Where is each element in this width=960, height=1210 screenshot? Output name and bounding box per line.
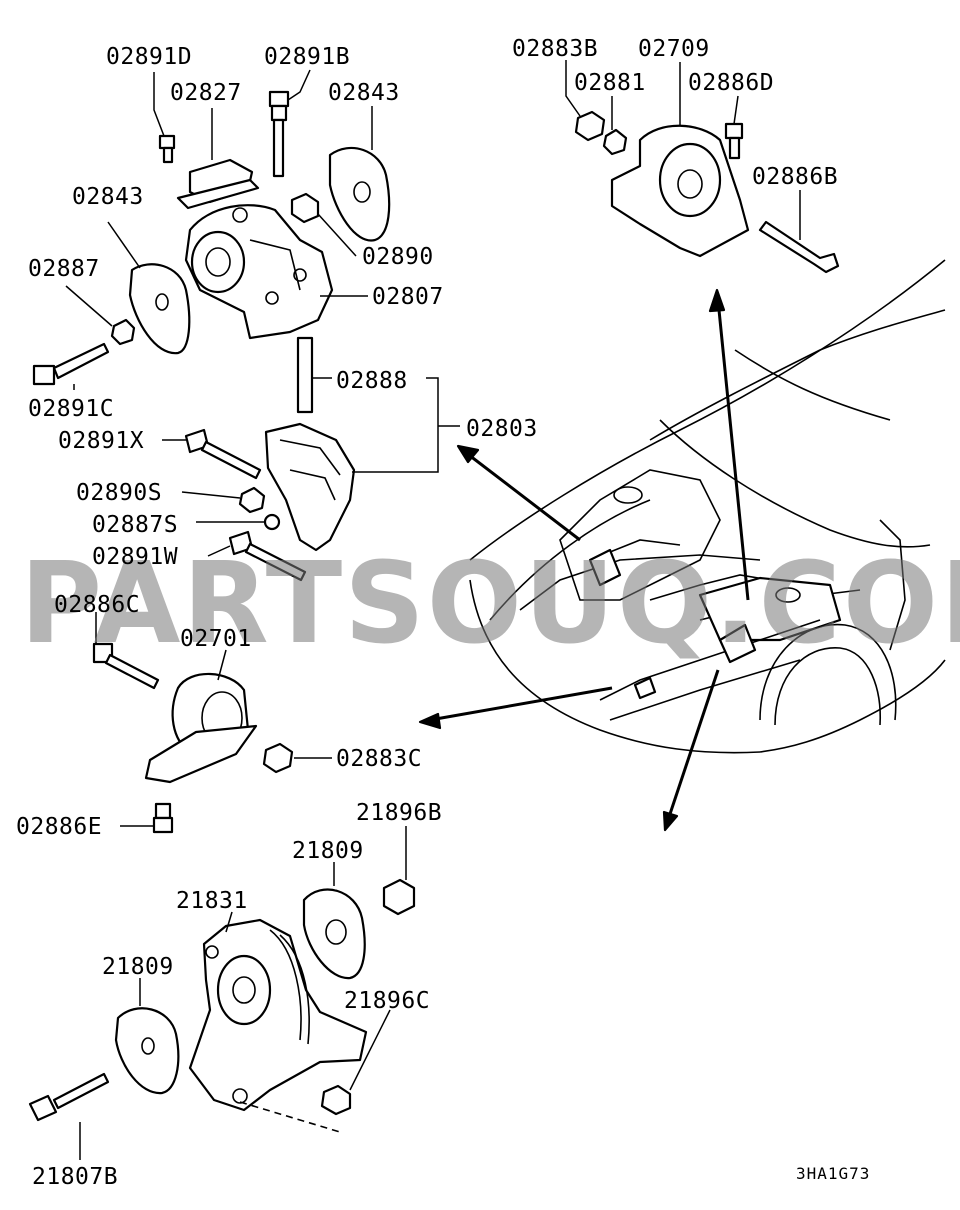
callout-02888: 02888 bbox=[336, 368, 408, 394]
callout-02890S: 02890S bbox=[76, 480, 163, 506]
mount-02807 bbox=[32, 90, 391, 414]
mount-02709 bbox=[574, 110, 840, 274]
callout-02709: 02709 bbox=[638, 36, 710, 62]
callout-21831: 21831 bbox=[176, 888, 248, 914]
callout-02886E: 02886E bbox=[16, 814, 103, 840]
callout-02843-right: 02843 bbox=[328, 80, 400, 106]
mount-21831 bbox=[28, 878, 416, 1133]
callout-02701: 02701 bbox=[180, 626, 252, 652]
callout-21809-upper: 21809 bbox=[292, 838, 364, 864]
callout-02843-left: 02843 bbox=[72, 184, 144, 210]
callout-21896B: 21896B bbox=[356, 800, 443, 826]
callout-02886D: 02886D bbox=[688, 70, 775, 96]
callout-02891D: 02891D bbox=[106, 44, 193, 70]
callout-02887S: 02887S bbox=[92, 512, 179, 538]
callout-02807: 02807 bbox=[372, 284, 444, 310]
callout-02803: 02803 bbox=[466, 416, 538, 442]
car-body-outline bbox=[469, 259, 946, 754]
callout-21807B: 21807B bbox=[32, 1164, 119, 1190]
callout-21896C: 21896C bbox=[344, 988, 431, 1014]
engine-block-sketch bbox=[559, 469, 861, 721]
callout-02891C: 02891C bbox=[28, 396, 115, 422]
pointer-arrows bbox=[418, 288, 750, 832]
callout-02827: 02827 bbox=[170, 80, 242, 106]
callout-21809-lower: 21809 bbox=[102, 954, 174, 980]
callout-02886B: 02886B bbox=[752, 164, 839, 190]
callout-02891W: 02891W bbox=[92, 544, 179, 570]
bracket-02803 bbox=[184, 422, 356, 582]
leader-lines bbox=[65, 60, 801, 1160]
callout-02883C: 02883C bbox=[336, 746, 423, 772]
callout-02891X: 02891X bbox=[58, 428, 145, 454]
watermark: PARTSOUQ.COM bbox=[20, 539, 960, 669]
callout-02891B: 02891B bbox=[264, 44, 351, 70]
mount-02701 bbox=[92, 642, 294, 834]
callout-02890: 02890 bbox=[362, 244, 434, 270]
callout-02887: 02887 bbox=[28, 256, 100, 282]
callout-02883B: 02883B bbox=[512, 36, 599, 62]
callout-02886C: 02886C bbox=[54, 592, 141, 618]
callout-02881: 02881 bbox=[574, 70, 646, 96]
diagram-code: 3HA1G73 bbox=[796, 1164, 871, 1183]
